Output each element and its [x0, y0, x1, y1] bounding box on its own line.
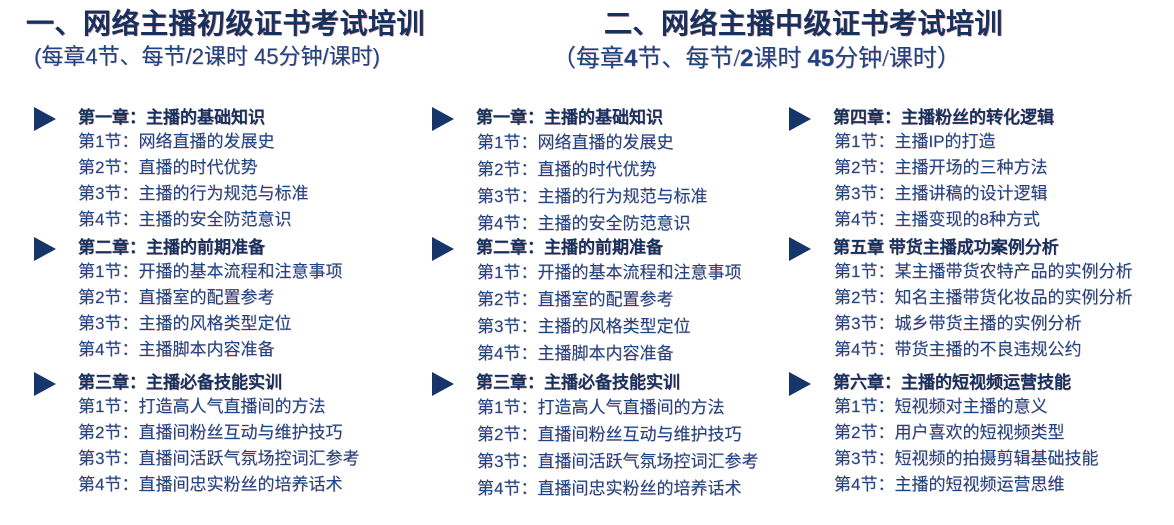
- triangle-right-icon: [789, 237, 811, 261]
- triangle-right-icon: [789, 372, 811, 396]
- chapter-title: 第二章：主播的前期准备: [476, 238, 663, 257]
- list-item[interactable]: 第4节：直播间忠实粉丝的培养话术: [78, 475, 343, 494]
- list-item[interactable]: 第1节：开播的基本流程和注意事项: [78, 262, 343, 281]
- list-item[interactable]: 第3节：直播间活跃气氛场控词汇参考: [477, 452, 759, 471]
- list-item[interactable]: 第2节：知名主播带货化妆品的实例分析: [834, 288, 1133, 307]
- chapter-title: 第二章：主播的前期准备: [78, 238, 265, 257]
- list-item[interactable]: 第1节：某主播带货农特产品的实例分析: [834, 262, 1133, 281]
- chapter-header[interactable]: 第三章：主播必备技能实训: [432, 371, 784, 396]
- section-list: 第1节：网络直播的发展史 第2节：直播的时代优势 第3节：主播的行为规范与标准 …: [34, 129, 426, 233]
- page-subtitle-level-1: (每章4节、每节/2课时 45分钟/课时): [34, 44, 380, 69]
- list-item[interactable]: 第2节：直播室的配置参考: [78, 288, 275, 307]
- list-item[interactable]: 第4节：主播脚本内容准备: [78, 340, 275, 359]
- chapter-columns: 第一章：主播的基础知识 第1节：网络直播的发展史 第2节：直播的时代优势 第3节…: [0, 96, 1174, 525]
- page-title-level-2: 二、网络主播中级证书考试培训: [604, 8, 1004, 39]
- section-list: 第1节：打造高人气直播间的方法 第2节：直播间粉丝互动与维护技巧 第3节：直播间…: [34, 394, 426, 498]
- list-item[interactable]: 第1节：打造高人气直播间的方法: [477, 398, 725, 417]
- chapter-block[interactable]: 第一章：主播的基础知识 第1节：网络直播的发展史 第2节：直播的时代优势 第3节…: [432, 106, 784, 237]
- list-item[interactable]: 第4节：带货主播的不良违规公约: [834, 340, 1082, 359]
- list-item[interactable]: 第1节：网络直播的发展史: [477, 133, 674, 152]
- section-list: 第1节：某主播带货农特产品的实例分析 第2节：知名主播带货化妆品的实例分析 第3…: [789, 259, 1174, 363]
- list-item[interactable]: 第1节：网络直播的发展史: [78, 132, 275, 151]
- list-item[interactable]: 第3节：城乡带货主播的实例分析: [834, 314, 1082, 333]
- list-item[interactable]: 第4节：主播的安全防范意识: [477, 214, 691, 233]
- list-item[interactable]: 第4节：直播间忠实粉丝的培养话术: [477, 479, 742, 498]
- list-item[interactable]: 第3节：短视频的拍摄剪辑基础技能: [834, 449, 1099, 468]
- list-item[interactable]: 第3节：主播的风格类型定位: [477, 317, 691, 336]
- chapter-block[interactable]: 第六章：主播的短视频运营技能 第1节：短视频对主播的意义 第2节：用户喜欢的短视…: [789, 371, 1174, 498]
- chapter-title: 第三章：主播必备技能实训: [78, 373, 282, 392]
- list-item[interactable]: 第2节：主播开场的三种方法: [834, 158, 1048, 177]
- chapter-block[interactable]: 第一章：主播的基础知识 第1节：网络直播的发展史 第2节：直播的时代优势 第3节…: [34, 106, 426, 233]
- list-item[interactable]: 第4节：主播的安全防范意识: [78, 210, 292, 229]
- headers-row: 一、网络主播初级证书考试培训 (每章4节、每节/2课时 45分钟/课时) 二、网…: [0, 0, 1174, 96]
- chapter-title: 第五章 带货主播成功案例分析: [833, 238, 1059, 257]
- list-item[interactable]: 第2节：用户喜欢的短视频类型: [834, 423, 1065, 442]
- chapter-header[interactable]: 第一章：主播的基础知识: [432, 106, 784, 131]
- list-item[interactable]: 第1节：短视频对主播的意义: [834, 397, 1048, 416]
- page-subtitle-level-2: （每章4节、每节/2课时 45分钟/课时）: [552, 45, 961, 72]
- list-item[interactable]: 第3节：直播间活跃气氛场控词汇参考: [78, 449, 360, 468]
- chapter-block[interactable]: 第三章：主播必备技能实训 第1节：打造高人气直播间的方法 第2节：直播间粉丝互动…: [432, 371, 784, 502]
- list-item[interactable]: 第4节：主播变现的8种方式: [834, 210, 1040, 229]
- chapter-block[interactable]: 第三章：主播必备技能实训 第1节：打造高人气直播间的方法 第2节：直播间粉丝互动…: [34, 371, 426, 498]
- chapter-header[interactable]: 第一章：主播的基础知识: [34, 106, 426, 131]
- triangle-right-icon: [34, 372, 56, 396]
- triangle-right-icon: [432, 372, 454, 396]
- chapter-header[interactable]: 第二章：主播的前期准备: [34, 236, 426, 261]
- chapter-title: 第一章：主播的基础知识: [78, 108, 265, 127]
- chapter-title: 第三章：主播必备技能实训: [476, 373, 680, 392]
- header-block-level-2: 二、网络主播中级证书考试培训 （每章4节、每节/2课时 45分钟/课时）: [540, 0, 1174, 75]
- page-title-level-1: 一、网络主播初级证书考试培训: [26, 8, 426, 39]
- chapter-block[interactable]: 第二章：主播的前期准备 第1节：开播的基本流程和注意事项 第2节：直播室的配置参…: [432, 236, 784, 367]
- chapter-title: 第四章：主播粉丝的转化逻辑: [833, 108, 1054, 127]
- list-item[interactable]: 第3节：主播的风格类型定位: [78, 314, 292, 333]
- section-list: 第1节：打造高人气直播间的方法 第2节：直播间粉丝互动与维护技巧 第3节：直播间…: [432, 394, 784, 502]
- header-block-level-1: 一、网络主播初级证书考试培训 (每章4节、每节/2课时 45分钟/课时): [0, 0, 540, 72]
- chapter-header[interactable]: 第二章：主播的前期准备: [432, 236, 784, 261]
- triangle-right-icon: [432, 107, 454, 131]
- triangle-right-icon: [34, 237, 56, 261]
- triangle-right-icon: [789, 107, 811, 131]
- list-item[interactable]: 第2节：直播间粉丝互动与维护技巧: [78, 423, 343, 442]
- list-item[interactable]: 第2节：直播间粉丝互动与维护技巧: [477, 425, 742, 444]
- list-item[interactable]: 第1节：开播的基本流程和注意事项: [477, 263, 742, 282]
- chapter-block[interactable]: 第四章：主播粉丝的转化逻辑 第1节：主播IP的打造 第2节：主播开场的三种方法 …: [789, 106, 1174, 233]
- chapter-header[interactable]: 第六章：主播的短视频运营技能: [789, 371, 1174, 396]
- chapter-title: 第一章：主播的基础知识: [476, 108, 663, 127]
- list-item[interactable]: 第3节：主播的行为规范与标准: [477, 187, 708, 206]
- list-item[interactable]: 第2节：直播的时代优势: [78, 158, 258, 177]
- chapter-header[interactable]: 第五章 带货主播成功案例分析: [789, 236, 1174, 261]
- triangle-right-icon: [34, 107, 56, 131]
- list-item[interactable]: 第2节：直播室的配置参考: [477, 290, 674, 309]
- chapter-block[interactable]: 第二章：主播的前期准备 第1节：开播的基本流程和注意事项 第2节：直播室的配置参…: [34, 236, 426, 363]
- list-item[interactable]: 第3节：主播的行为规范与标准: [78, 184, 309, 203]
- section-list: 第1节：短视频对主播的意义 第2节：用户喜欢的短视频类型 第3节：短视频的拍摄剪…: [789, 394, 1174, 498]
- list-item[interactable]: 第2节：直播的时代优势: [477, 160, 657, 179]
- list-item[interactable]: 第4节：主播脚本内容准备: [477, 344, 674, 363]
- list-item[interactable]: 第4节：主播的短视频运营思维: [834, 475, 1065, 494]
- section-list: 第1节：开播的基本流程和注意事项 第2节：直播室的配置参考 第3节：主播的风格类…: [34, 259, 426, 363]
- triangle-right-icon: [432, 237, 454, 261]
- list-item[interactable]: 第3节：主播讲稿的设计逻辑: [834, 184, 1048, 203]
- chapter-title: 第六章：主播的短视频运营技能: [833, 373, 1071, 392]
- section-list: 第1节：主播IP的打造 第2节：主播开场的三种方法 第3节：主播讲稿的设计逻辑 …: [789, 129, 1174, 233]
- chapter-block[interactable]: 第五章 带货主播成功案例分析 第1节：某主播带货农特产品的实例分析 第2节：知名…: [789, 236, 1174, 363]
- chapter-header[interactable]: 第三章：主播必备技能实训: [34, 371, 426, 396]
- list-item[interactable]: 第1节：主播IP的打造: [834, 132, 996, 151]
- section-list: 第1节：开播的基本流程和注意事项 第2节：直播室的配置参考 第3节：主播的风格类…: [432, 259, 784, 367]
- chapter-header[interactable]: 第四章：主播粉丝的转化逻辑: [789, 106, 1174, 131]
- section-list: 第1节：网络直播的发展史 第2节：直播的时代优势 第3节：主播的行为规范与标准 …: [432, 129, 784, 237]
- list-item[interactable]: 第1节：打造高人气直播间的方法: [78, 397, 326, 416]
